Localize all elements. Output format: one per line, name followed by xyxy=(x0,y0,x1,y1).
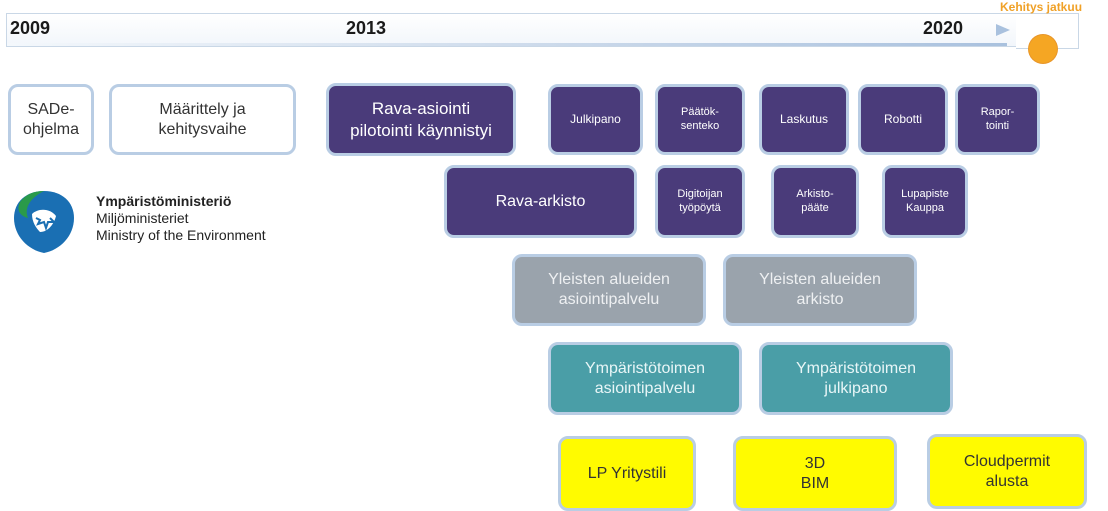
ministry-name-sv: Miljöministeriet xyxy=(96,210,189,226)
ministry-name-fi: Ympäristöministeriö xyxy=(96,193,232,209)
box-paatoksenteko: Päätök- senteko xyxy=(655,84,745,155)
box-julkipano: Julkipano xyxy=(548,84,643,155)
continues-label: Kehitys jatkuu xyxy=(1000,0,1083,14)
year-2013: 2013 xyxy=(346,18,387,38)
box-lp-yritystili: LP Yritystili xyxy=(558,436,696,511)
year-2020: 2020 xyxy=(923,18,964,38)
continues-dot xyxy=(1029,35,1057,63)
box-ymparisto-julkipano: Ympäristötoimen julkipano xyxy=(759,342,953,415)
box-rava-asiointi: Rava-asiointi pilotointi käynnistyi xyxy=(326,83,516,156)
phase-maarittely: Määrittely ja kehitysvaihe xyxy=(109,84,296,155)
box-rava-arkisto: Rava-arkisto xyxy=(444,165,637,238)
box-3d-bim: 3D BIM xyxy=(733,436,897,511)
box-arkistopaate: Arkisto- pääte xyxy=(771,165,859,238)
year-2009: 2009 xyxy=(10,18,51,38)
box-yleiset-arkisto: Yleisten alueiden arkisto xyxy=(723,254,917,326)
box-digitoijan: Digitoijan työpöytä xyxy=(655,165,745,238)
box-cloudpermit: Cloudpermit alusta xyxy=(927,434,1087,509)
timeline-line xyxy=(7,43,1007,46)
ministry-name: Ympäristöministeriö Miljöministeriet Min… xyxy=(96,193,266,244)
title-fragment: ​ xyxy=(0,0,560,4)
phase-sade: SADe- ohjelma xyxy=(8,84,94,155)
ministry-logo-icon xyxy=(14,191,74,253)
timeline-band xyxy=(6,13,1018,47)
timeline-arrow xyxy=(996,24,1010,36)
box-laskutus: Laskutus xyxy=(759,84,849,155)
box-robotti: Robotti xyxy=(858,84,948,155)
ministry-name-en: Ministry of the Environment xyxy=(96,227,266,243)
box-yleiset-asiointi: Yleisten alueiden asiointipalvelu xyxy=(512,254,706,326)
box-lupapiste: Lupapiste Kauppa xyxy=(882,165,968,238)
box-ymparisto-asiointi: Ympäristötoimen asiointipalvelu xyxy=(548,342,742,415)
box-raportointi: Rapor- tointi xyxy=(955,84,1040,155)
